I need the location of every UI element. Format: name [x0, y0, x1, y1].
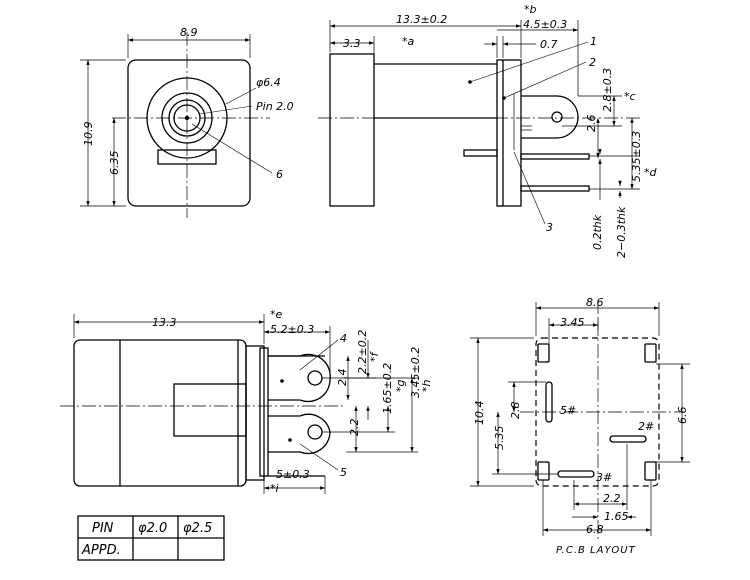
bottom-24-dim: 2.4: [336, 369, 349, 387]
mark-e: *e: [270, 308, 283, 321]
bottom-22-dim: 2.2: [348, 419, 361, 437]
side-535-dim: 5.35±0.3: [630, 131, 643, 182]
front-diameter-dim: φ6.4: [256, 76, 281, 89]
callout-3: 3: [546, 221, 553, 234]
callout-4: 4: [340, 332, 347, 345]
pcb-pin-3: 3#: [596, 471, 612, 484]
mark-b: *b: [524, 3, 537, 16]
pcb-28-dim: 2.8: [509, 402, 522, 420]
front-pin-label: Pin 2.0: [256, 100, 294, 113]
mark-g: *g: [394, 380, 407, 393]
bottom-52-dim: 5.2±0.3: [270, 323, 314, 336]
bottom-view: 13.3 *e 5.2±0.3 4 5 2.4 2.2±0.2 *f 1.65±…: [60, 308, 433, 495]
bottom-22a-dim: 2.2±0.2: [356, 330, 369, 374]
side-26-dim: 2.6: [585, 115, 598, 133]
bottom-165-dim: 1.65±0.2: [381, 363, 394, 414]
pcb-345-dim: 3.45: [560, 316, 585, 329]
mark-d: *d: [644, 166, 658, 179]
side-view: 13.3±0.2 *b 3.3 *a 4.5±0.3 0.7 1 2 3 2.8…: [318, 3, 658, 258]
callout-2: 2: [589, 56, 596, 69]
table-cell-d20: φ2.0: [138, 521, 167, 536]
side-total-dim: 13.3±0.2: [396, 13, 447, 26]
mark-h: *h: [420, 380, 433, 393]
pcb-165-dim: 1.65: [604, 510, 629, 523]
callout-1: 1: [590, 35, 597, 48]
pin-table: PIN φ2.0 φ2.5 APPD.: [77, 515, 225, 561]
front-height-dim: 10.9: [82, 122, 95, 147]
pcb-535-dim: 5.35: [493, 426, 506, 451]
side-28-dim: 2.8±0.3: [601, 68, 614, 112]
side-07-dim: 0.7: [540, 38, 558, 51]
front-width-dim: 8.9: [180, 26, 198, 39]
pcb-title: P.C.B LAYOUT: [556, 545, 636, 556]
side-thk1-dim: 0.2thk: [591, 214, 604, 250]
side-front-dim: 3.3: [343, 37, 361, 50]
callout-5: 5: [340, 466, 347, 479]
mark-f: *f: [368, 351, 381, 363]
callout-6: 6: [276, 168, 283, 181]
pcb-layout: 5# 2# 3# 8.6 3.45 10.4 5.35 2.8 6.6: [470, 296, 690, 556]
table-header-pin: PIN: [92, 521, 114, 536]
pcb-66-dim: 6.6: [676, 407, 689, 425]
table-header-appd: APPD.: [81, 543, 121, 558]
front-center-dim: 6.35: [108, 151, 121, 176]
pcb-68-dim: 6.8: [586, 523, 604, 536]
mark-i: *i: [270, 482, 279, 495]
side-thk2-dim: 2−0.3thk: [615, 206, 628, 258]
bottom-5-dim: 5±0.3: [276, 468, 310, 481]
pcb-86-dim: 8.6: [586, 296, 604, 309]
pcb-pin-2: 2#: [638, 420, 654, 433]
pcb-104-dim: 10.4: [473, 401, 486, 426]
front-view: 8.9 10.9 6.35 φ6.4 Pin 2.0 6: [80, 26, 294, 218]
mark-c: *c: [624, 90, 636, 103]
side-b-dim: 4.5±0.3: [523, 18, 567, 31]
pcb-pin-5: 5#: [560, 404, 576, 417]
bottom-345-dim: 3.45±0.2: [409, 347, 422, 398]
pcb-22-dim: 2.2: [603, 492, 621, 505]
mark-a: *a: [402, 35, 415, 48]
bottom-total-dim: 13.3: [152, 316, 177, 329]
table-cell-d25: φ2.5: [183, 521, 212, 536]
